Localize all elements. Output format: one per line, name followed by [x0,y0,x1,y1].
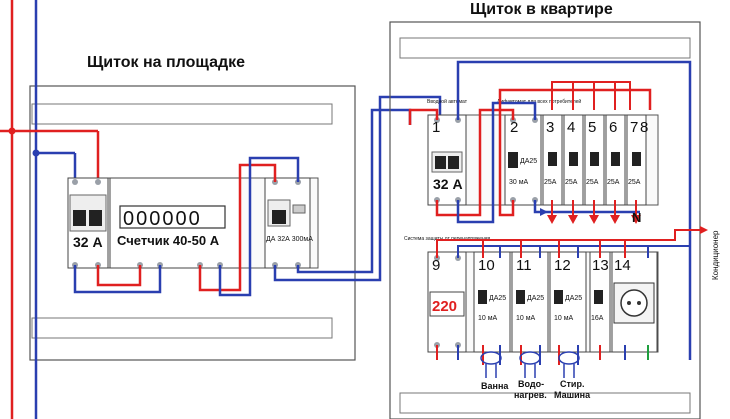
main-breaker-rating: 32 А [433,176,463,192]
top-row-arrows [540,200,641,224]
relay-display: 220 [432,298,457,315]
landing-rcd-label: ДА 32А 300мА [266,236,313,243]
top-number-4: 4 [567,119,575,136]
breaker-13-rating: 16A [591,315,604,322]
bottom-number-14: 14 [614,257,631,274]
top-number-7: 7 [630,119,638,136]
consumer-washer-line1: Стир. [560,379,584,389]
consumer-washer-line2: Машина [554,390,591,400]
bottom-number-13: 13 [592,257,609,274]
bottom-number-10: 10 [478,257,495,274]
bottom-diff-label-2: ДА25 [527,295,544,302]
diff-caption: Дифавтомат для всех потребителей [497,98,581,105]
landing-panel-title: Щиток на площадке [87,54,245,71]
intro-caption: Вводной автомат [427,98,468,105]
top-diff-current: 30 мА [509,179,529,186]
neutral-label: N [632,210,641,225]
top-number-5: 5 [588,119,596,136]
bottom-diff-current-2: 10 мА [516,315,536,322]
consumer-heater-line1: Водо- [518,379,544,389]
energy-meter [109,177,241,269]
consumer-heater-line2: нагрев. [514,390,547,400]
bottom-number-9: 9 [432,257,440,274]
bottom-diff-current-3: 10 мА [554,315,574,322]
apartment-panel-title: Щиток в квартире [470,1,613,18]
bottom-diff-breakers [473,251,587,353]
meter-digits: 000000 [123,208,202,230]
breaker-5-rating: 25A [586,179,599,186]
top-number-1: 1 [432,119,440,136]
landing-rcd [264,177,311,269]
top-number-2: 2 [510,119,518,136]
breaker-7-rating: 25A [628,179,641,186]
breaker-6-rating: 25A [607,179,620,186]
consumer-cables [480,351,580,378]
apartment-panel [389,21,701,419]
landing-panel [29,85,356,361]
meter-label: Счетчик 40-50 А [117,233,220,248]
ac-label: Кондиционер [711,230,720,280]
top-number-8: 8 [640,119,648,136]
main-breaker [427,114,467,206]
bottom-diff-label-3: ДА25 [565,295,582,302]
bottom-number-11: 11 [516,257,532,274]
din-socket [611,251,658,353]
top-number-6: 6 [609,119,617,136]
consumer-bath: Ванна [481,381,509,391]
breaker-3-rating: 25A [544,179,557,186]
top-number-3: 3 [546,119,554,136]
landing-breaker-rating: 32 А [73,234,103,250]
breaker-4-rating: 25A [565,179,578,186]
top-diff-label: ДА25 [520,158,537,165]
bottom-number-12: 12 [554,257,571,274]
landing-breaker [67,177,109,269]
bottom-diff-current-1: 10 мА [478,315,498,322]
voltage-relay [427,251,467,353]
bottom-diff-label-1: ДА25 [489,295,506,302]
